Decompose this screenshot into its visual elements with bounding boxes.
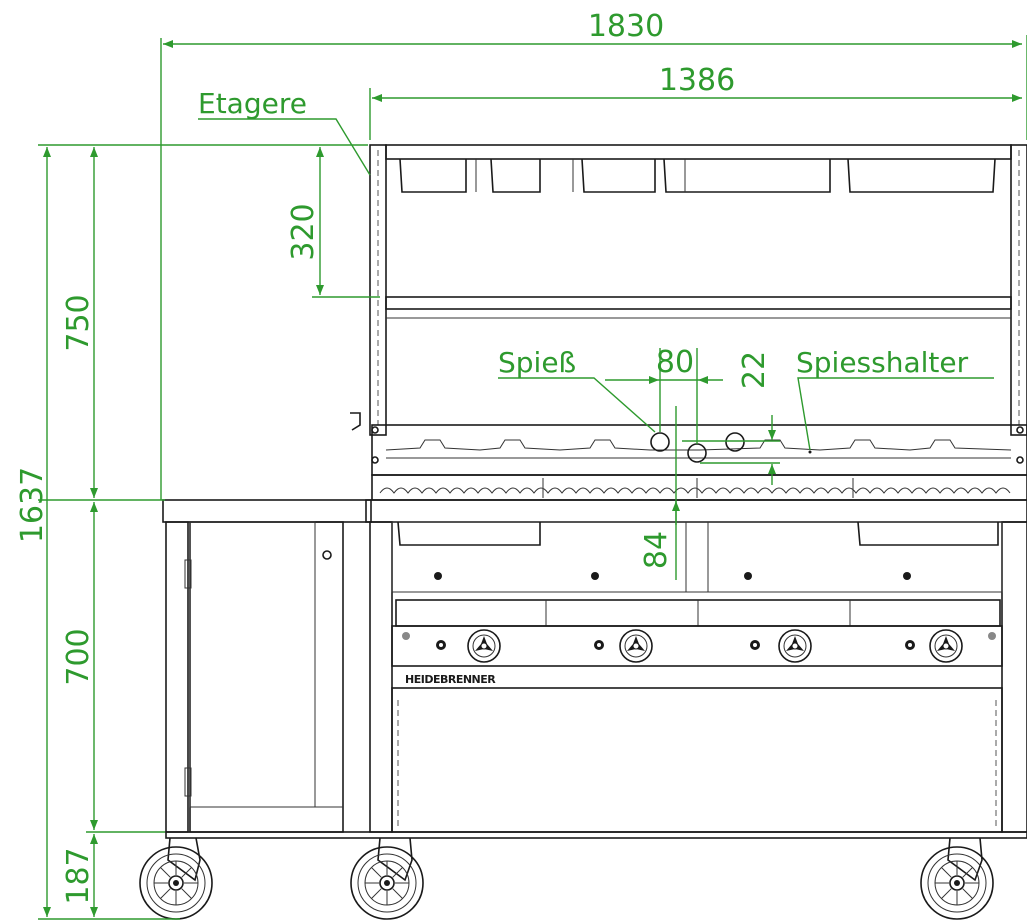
label-spiess: Spieß: [498, 346, 576, 379]
dim-upper-height: 750: [61, 294, 96, 351]
dim-caster-height: 187: [61, 847, 96, 904]
casters: [139, 837, 994, 920]
dim-spit-spacing: 80: [656, 345, 694, 380]
dim-etagere-height: 320: [286, 203, 321, 260]
grill-grate: [371, 474, 1027, 501]
caster-right: [920, 837, 994, 920]
side-bracket: [350, 412, 361, 431]
label-etagere: Etagere: [198, 87, 307, 120]
caster-middle: [350, 837, 424, 920]
caster-left: [139, 837, 213, 920]
etagere-frame: [369, 144, 1027, 436]
dim-total-width: 1830: [588, 9, 664, 44]
spit-circle-left: [650, 432, 670, 452]
label-spiesshalter: Spiesshalter: [796, 346, 969, 379]
dim-spit-height: 84: [639, 531, 674, 569]
spit-circle-right: [725, 432, 745, 452]
grill-body: HEIDEBRENNER: [165, 499, 1027, 839]
dimension-lines: [38, 35, 1027, 920]
door-lock-icon: [322, 550, 332, 560]
side-cabinet: [162, 499, 372, 833]
dim-base-height: 700: [61, 628, 96, 685]
dim-holder-offset: 22: [737, 351, 772, 389]
spit-circle-middle: [687, 443, 707, 463]
dim-total-height: 1637: [15, 467, 50, 543]
dim-top-width: 1386: [659, 63, 735, 98]
skewer-rack: [371, 424, 1027, 476]
brand-label: HEIDEBRENNER: [405, 673, 496, 686]
